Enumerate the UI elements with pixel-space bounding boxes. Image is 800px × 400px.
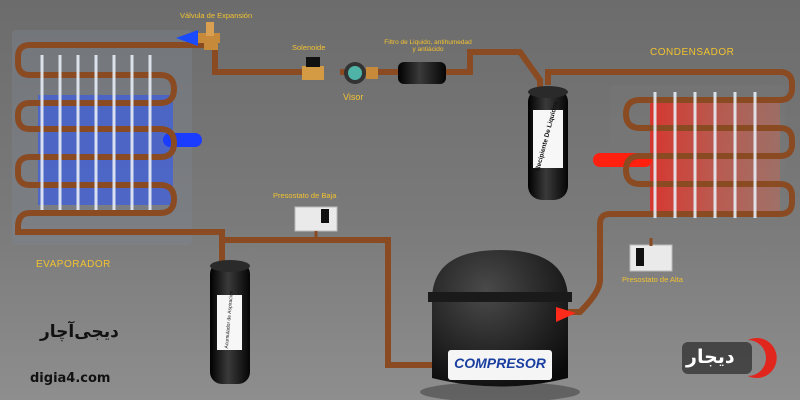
filter-drier	[398, 62, 446, 84]
compressor	[420, 250, 580, 400]
solenoid-valve	[302, 57, 324, 80]
suction-line	[219, 237, 440, 368]
label-compressor: COMPRESOR	[454, 355, 546, 371]
condenser-coil	[545, 69, 795, 315]
brand-logo: دیجار	[682, 336, 762, 376]
brand-name: دیجی‌آچار	[40, 322, 119, 342]
brand-logo-text: دیجار	[686, 346, 735, 368]
label-sight-glass: Visor	[343, 92, 364, 102]
label-expansion-valve: Válvula de Expansión	[180, 11, 253, 20]
label-low-pressure: Presostato de Baja	[273, 191, 337, 200]
label-evaporator: EVAPORADOR	[36, 259, 111, 270]
expansion-valve	[176, 22, 220, 50]
brand-url[interactable]: digia4.com	[30, 371, 111, 386]
digiachar-logo-mark	[682, 338, 777, 378]
label-high-pressure: Presostato de Alta	[622, 275, 683, 284]
evaporator-coil	[12, 30, 225, 262]
label-condenser: CONDENSADOR	[650, 47, 735, 58]
label-solenoid: Solenoide	[292, 43, 326, 52]
low-pressure-switch	[294, 206, 338, 240]
sight-glass	[344, 62, 378, 84]
liquid-receiver	[528, 86, 568, 200]
suction-accumulator	[210, 260, 250, 384]
label-filter-drier: Filtro de Liquido, antihumedad y antiáci…	[384, 39, 472, 53]
high-pressure-switch	[629, 238, 673, 272]
evaporator-cold-glow	[38, 95, 173, 205]
